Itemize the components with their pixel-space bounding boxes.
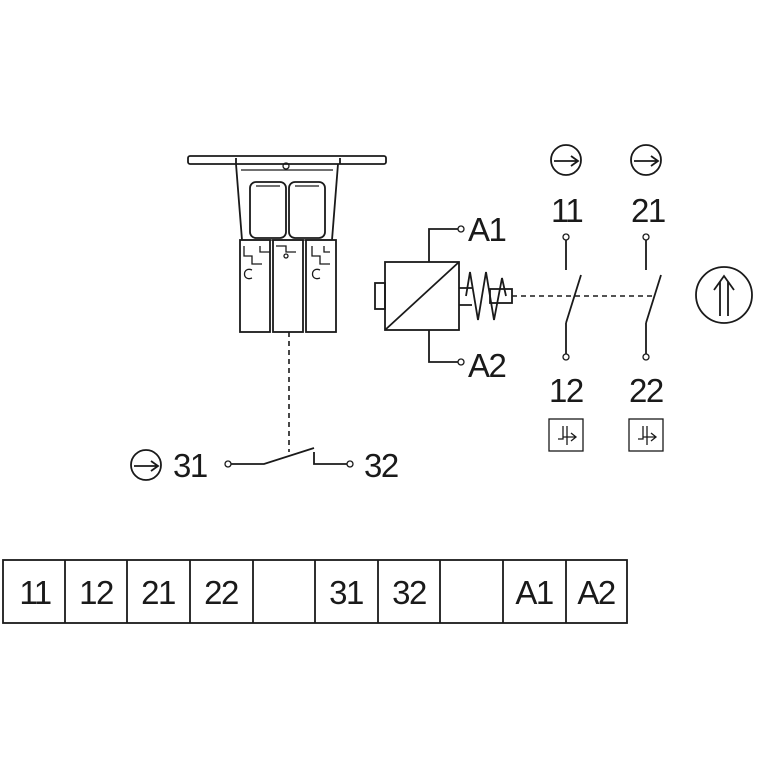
- terminal-cell-3: 21: [141, 574, 175, 611]
- terminal-cell-1: 11: [19, 574, 50, 611]
- aux-contact: 31 32: [130, 447, 399, 484]
- aux-contact-label-left: 31: [173, 447, 207, 484]
- contact-1-label-top: 11: [551, 192, 582, 229]
- contact-11-12: 11 12: [548, 144, 584, 452]
- contact-1-label-bottom: 12: [549, 372, 583, 409]
- solenoid-coil: A1 A2: [374, 211, 513, 384]
- terminal-cell-10: A2: [577, 574, 615, 611]
- coil-label-a2: A2: [468, 347, 506, 384]
- actuator-head: [187, 155, 387, 333]
- terminal-cell-6: 31: [329, 574, 363, 611]
- spring-icon: [465, 271, 507, 321]
- contact-2-label-top: 21: [631, 192, 665, 229]
- terminal-cell-9: A1: [515, 574, 553, 611]
- contact-21-22: 21 22: [628, 144, 666, 452]
- contact-2-label-bottom: 22: [629, 372, 663, 409]
- coil-label-a1: A1: [468, 211, 506, 248]
- terminal-cell-7: 32: [392, 574, 426, 611]
- terminal-cell-4: 22: [204, 574, 238, 611]
- terminal-strip: 11 12 21 22 31 32 A1 A2: [2, 559, 628, 624]
- double-up-arrow-icon: [695, 266, 753, 324]
- aux-contact-label-right: 32: [364, 447, 398, 484]
- terminal-cell-2: 12: [79, 574, 113, 611]
